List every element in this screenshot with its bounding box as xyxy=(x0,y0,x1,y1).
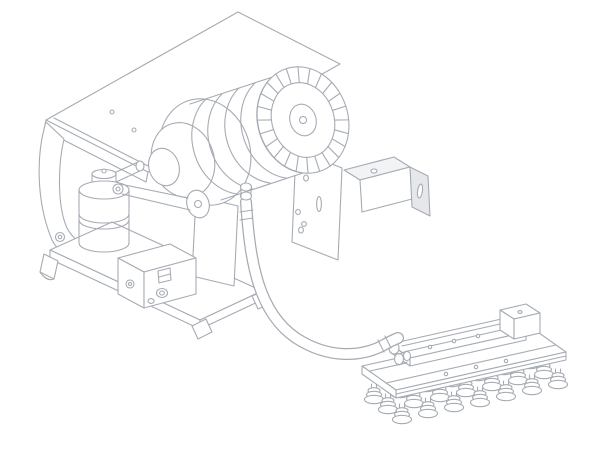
end-block xyxy=(499,303,541,340)
hose-outlet-fitting xyxy=(393,350,412,366)
motor-front-face xyxy=(256,66,350,174)
rail-frame xyxy=(361,327,567,399)
connector-port xyxy=(125,279,135,289)
angle-bracket xyxy=(343,156,431,217)
round-knob xyxy=(155,287,169,299)
rocker-switch xyxy=(157,267,172,284)
crank-linkage xyxy=(112,183,210,219)
finned-motor xyxy=(148,66,350,206)
control-box xyxy=(117,243,197,309)
vacuum-hose xyxy=(239,182,412,366)
stub-fitting xyxy=(147,298,155,304)
pump-unit xyxy=(38,11,431,340)
hose-inlet-fitting xyxy=(239,182,253,201)
suction-gripper xyxy=(361,303,569,425)
